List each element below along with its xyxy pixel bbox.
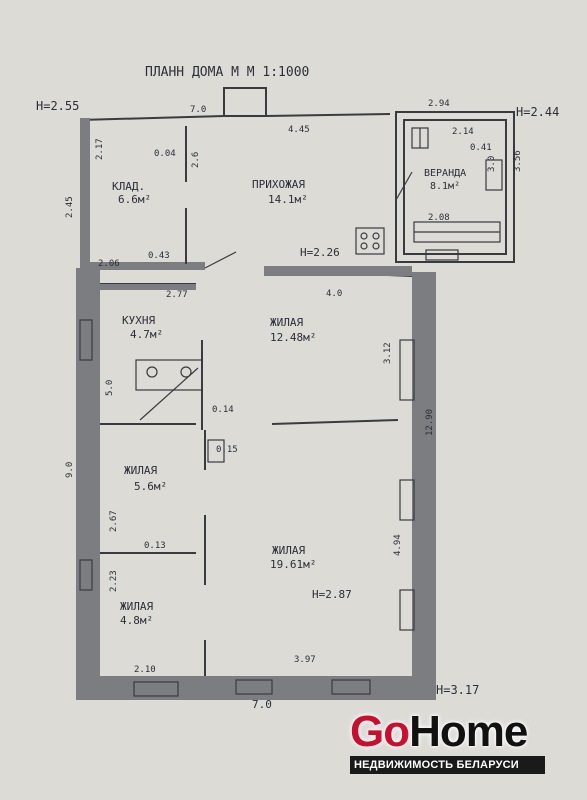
dim-bottom-total: 7.0	[252, 698, 272, 711]
dim-hall-height: Н=2.26	[300, 246, 340, 259]
plan-title: ПЛАНН ДОМА М М 1:1000	[145, 65, 309, 80]
logo-go: Go	[350, 707, 410, 756]
room-kuhnya: КУХНЯ 4.7м²	[122, 314, 163, 341]
room-area: 12.48м²	[270, 331, 316, 344]
dim-veranda-bottom: 2.08	[428, 213, 450, 223]
dim-veranda-right: 3.56	[513, 150, 523, 172]
room-zhilaya-4: ЖИЛАЯ 4.8м²	[120, 600, 153, 627]
room-name: КЛАД.	[112, 180, 145, 193]
room-prihozhaya: ПРИХОЖАЯ 14.1м²	[252, 178, 308, 206]
top-wing-walls	[79, 87, 515, 270]
room-name: КУХНЯ	[122, 314, 155, 327]
room-name: ЖИЛАЯ	[124, 464, 157, 477]
room-klad: КЛАД. 6.6м²	[112, 180, 151, 206]
room-name: ВЕРАНДА	[424, 168, 466, 179]
room-veranda: ВЕРАНДА 8.1м²	[424, 168, 466, 192]
logo-home: Home	[409, 707, 528, 756]
height-top-right: Н=2.44	[516, 105, 559, 119]
dim-inner-015: 0.15	[216, 445, 238, 455]
dim-top-center: 7.0	[190, 105, 206, 115]
dim-living1-top: 4.0	[326, 289, 342, 299]
dim-klad-bottom: 2.06	[98, 259, 120, 269]
room-area: 4.7м²	[130, 328, 163, 341]
room-name: ЖИЛАЯ	[272, 544, 305, 557]
gohome-logo: GoHome НЕДВИЖИМОСТЬ БЕЛАРУСИ	[350, 710, 545, 774]
dim-hall-top: 4.45	[288, 125, 310, 135]
height-top-left: Н=2.55	[36, 99, 79, 113]
dim-left-mid: 5.0	[105, 380, 115, 396]
dim-kitchen-top: 2.77	[166, 290, 188, 300]
room-zhilaya-2: ЖИЛАЯ 5.6м²	[124, 464, 167, 493]
dim-living-height: Н=2.87	[312, 588, 352, 601]
logo-tagline: НЕДВИЖИМОСТЬ БЕЛАРУСИ	[350, 756, 545, 774]
room-zhilaya-1: ЖИЛАЯ 12.48м²	[270, 316, 316, 344]
dim-veranda-side: 3.0	[487, 156, 497, 172]
main-house-walls	[76, 266, 436, 700]
dim-left-total: 9.0	[65, 462, 75, 478]
dim-klad-side: 2.17	[95, 138, 105, 160]
room-area: 5.6м²	[134, 480, 167, 493]
height-bottom-right: Н=3.17	[436, 683, 479, 697]
logo-wordmark: GoHome	[350, 710, 545, 754]
dim-right-494: 4.94	[393, 534, 403, 556]
room-name: ПРИХОЖАЯ	[252, 178, 305, 191]
dim-left-267: 2.67	[109, 510, 119, 532]
dim-veranda-top: 2.94	[428, 99, 450, 109]
dim-veranda-inner: 2.14	[452, 127, 474, 137]
room-area: 19.61м²	[270, 558, 316, 571]
dimension-labels: 7.0 4.45 2.94 2.14 0.41 3.0 3.56 2.08 2.…	[65, 99, 523, 711]
room-name: ЖИЛАЯ	[270, 316, 303, 329]
room-area: 14.1м²	[268, 193, 308, 206]
dim-veranda-small: 0.41	[470, 143, 492, 153]
room-area: 4.8м²	[120, 614, 153, 627]
dim-bottom-397: 3.97	[294, 655, 316, 665]
dim-bottom-210: 2.10	[134, 665, 156, 675]
dim-left-top: 2.45	[65, 196, 75, 218]
room-area: 6.6м²	[118, 193, 151, 206]
room-area: 8.1м²	[430, 181, 460, 192]
dim-klad-small: 0.43	[148, 251, 170, 261]
dim-inner-013: 0.13	[144, 541, 166, 551]
room-zhilaya-3: ЖИЛАЯ 19.61м²	[270, 544, 316, 571]
dim-klad-inner2: 2.6	[191, 152, 201, 168]
dim-klad-inner1: 0.04	[154, 149, 176, 159]
dim-right-312: 3.12	[383, 342, 393, 364]
dim-right-total: 12.90	[425, 409, 435, 436]
dim-left-223: 2.23	[109, 570, 119, 592]
dim-inner-014: 0.14	[212, 405, 234, 415]
room-name: ЖИЛАЯ	[120, 600, 153, 613]
